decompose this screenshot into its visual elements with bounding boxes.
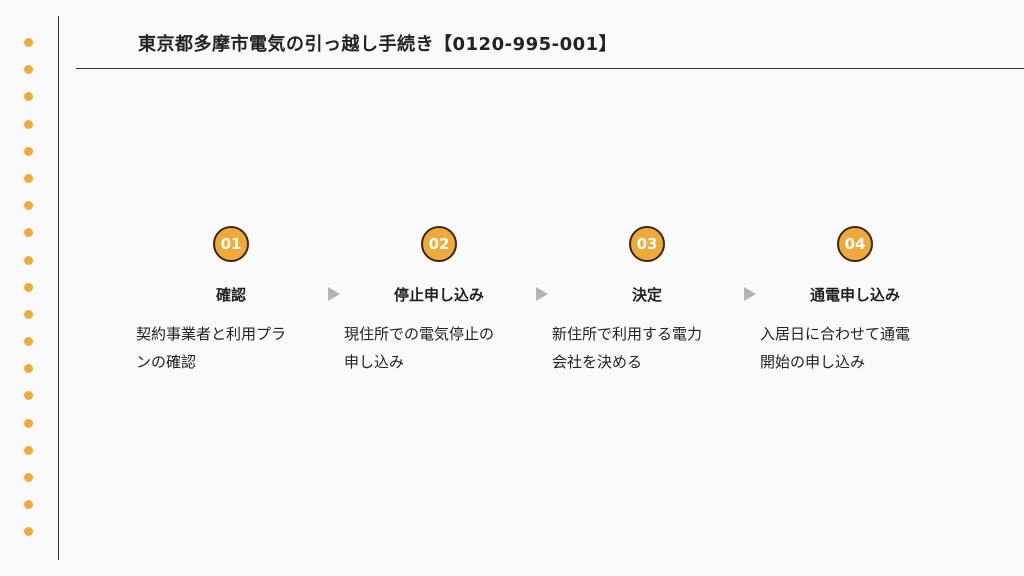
decorative-dot-column (24, 38, 36, 555)
arrow-right-icon (328, 287, 340, 301)
step-title: 確認 (215, 286, 246, 304)
page-title: 東京都多摩市電気の引っ越し手続き【0120-995-001】 (138, 34, 618, 55)
step-4: 04 通電申し込み 入居日に合わせて通電 開始の申し込み (760, 226, 950, 376)
step-description: 新住所で利用する電力 会社を決める (552, 320, 742, 376)
dot (24, 65, 33, 75)
step-description-line: 現住所での電気停止の (344, 325, 495, 343)
dot (24, 255, 33, 265)
step-description-line: 契約事業者と利用プラ (136, 325, 287, 343)
step-description-line: 入居日に合わせて通電 (760, 325, 911, 343)
dot (24, 445, 33, 455)
step-title: 停止申し込み (393, 286, 484, 304)
step-description-line: 会社を決める (552, 353, 643, 371)
dot (24, 282, 33, 292)
step-number-badge: 03 (629, 226, 665, 262)
step-description-line: 新住所で利用する電力 (552, 325, 703, 343)
step-description-line: 開始の申し込み (760, 353, 866, 371)
step-title: 通電申し込み (809, 286, 900, 304)
dot (24, 500, 33, 510)
step-description: 契約事業者と利用プラ ンの確認 (136, 320, 326, 376)
dot (24, 473, 33, 482)
dot (24, 228, 33, 238)
step-description: 入居日に合わせて通電 開始の申し込み (760, 320, 950, 376)
step-1: 01 確認 契約事業者と利用プラ ンの確認 (136, 226, 326, 376)
step-3: 03 決定 新住所で利用する電力 会社を決める (552, 226, 742, 376)
dot (24, 92, 33, 102)
dot (24, 364, 33, 374)
vertical-divider (58, 16, 59, 560)
step-description-line: 申し込み (344, 353, 405, 371)
header-divider (76, 68, 1024, 69)
arrow-right-icon (744, 287, 756, 301)
dot (24, 173, 33, 183)
step-description: 現住所での電気停止の 申し込み (344, 320, 534, 376)
dot (24, 527, 33, 537)
dot (24, 119, 33, 129)
step-title: 決定 (631, 286, 662, 304)
dot (24, 201, 33, 211)
dot (24, 146, 33, 156)
dot (24, 38, 33, 47)
step-description-line: ンの確認 (136, 353, 197, 371)
dot (24, 391, 33, 401)
dot (24, 418, 33, 428)
dot (24, 337, 33, 347)
step-number-badge: 02 (421, 226, 457, 262)
step-2: 02 停止申し込み 現住所での電気停止の 申し込み (344, 226, 534, 376)
dot (24, 309, 33, 319)
step-number-badge: 04 (837, 226, 873, 262)
step-number-badge: 01 (213, 226, 249, 262)
arrow-right-icon (536, 287, 548, 301)
